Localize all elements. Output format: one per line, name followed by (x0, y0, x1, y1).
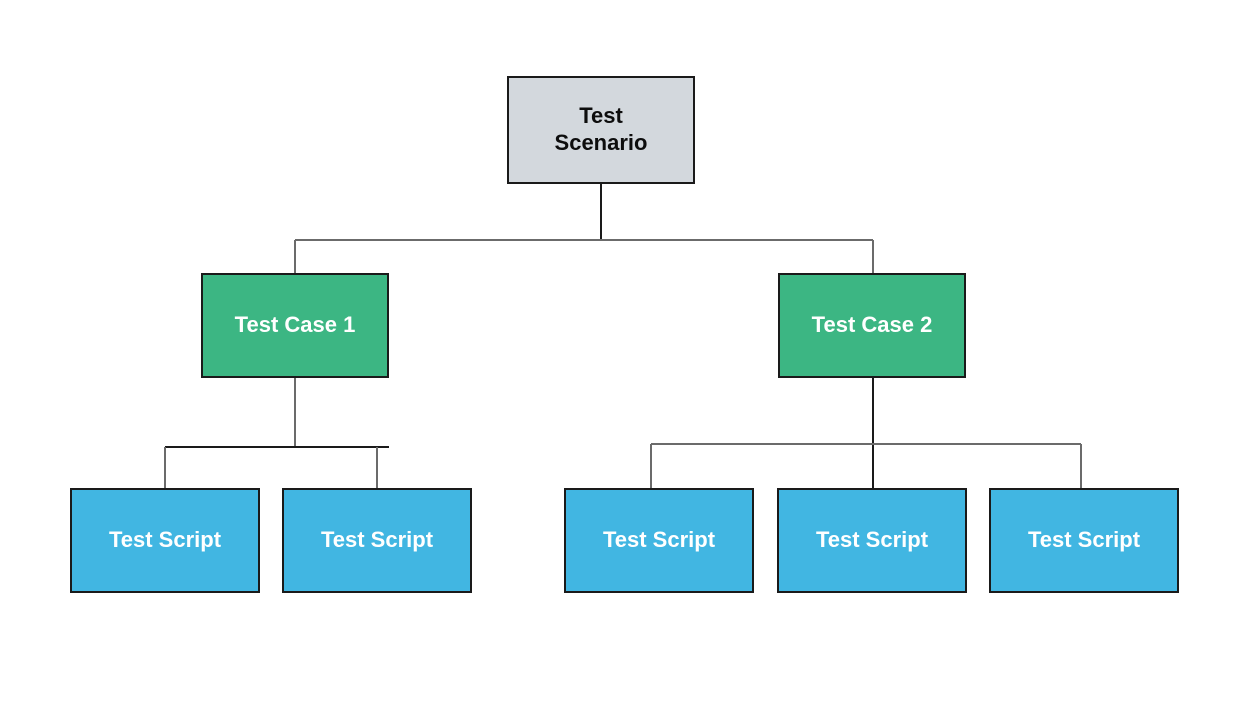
node-test-script-1[interactable]: Test Script (70, 488, 260, 593)
node-label: Test Script (320, 527, 434, 553)
node-test-case-2[interactable]: Test Case 2 (778, 273, 966, 378)
node-test-script-3[interactable]: Test Script (564, 488, 754, 593)
node-test-script-2[interactable]: Test Script (282, 488, 472, 593)
node-label: Test Script (1027, 527, 1141, 553)
node-test-case-1[interactable]: Test Case 1 (201, 273, 389, 378)
edge-case1-to-scripts (164, 378, 389, 488)
node-test-script-5[interactable]: Test Script (989, 488, 1179, 593)
node-label: Test Case 1 (234, 312, 356, 338)
edge-root-to-cases (294, 184, 874, 273)
node-test-script-4[interactable]: Test Script (777, 488, 967, 593)
node-label: Test Script (108, 527, 222, 553)
edge-case2-to-scripts (650, 378, 1082, 488)
node-test-scenario[interactable]: Test Scenario (507, 76, 695, 184)
node-label: Test Scenario (554, 103, 648, 155)
node-label: Test Case 2 (811, 312, 933, 338)
node-label: Test Script (602, 527, 716, 553)
node-label: Test Script (815, 527, 929, 553)
